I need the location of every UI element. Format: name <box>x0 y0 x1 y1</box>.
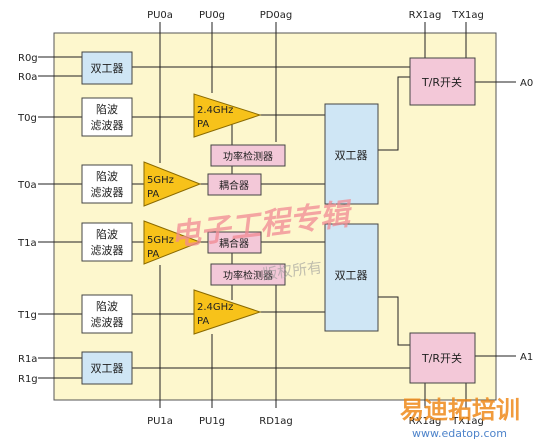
right-pin-labels: A0 A1 <box>520 78 533 363</box>
diplexer-r1-label: 双工器 <box>91 362 124 375</box>
power-detector-top: 功率检测器 <box>210 144 286 167</box>
pin-label: R0a <box>18 72 37 83</box>
coupler-label: 耦合器 <box>219 237 249 250</box>
filter-label-1: 陷波 <box>96 169 118 183</box>
tr-switch-bottom-label: T/R开关 <box>421 351 462 365</box>
notch-filter-t1a: 陷波 滤波器 <box>81 222 133 262</box>
pin-label: PU1g <box>199 416 225 427</box>
pa-2g4-bottom: 2.4GHz PA <box>193 289 262 335</box>
filter-label-2: 滤波器 <box>91 244 124 257</box>
pin-label: PU0a <box>147 10 173 21</box>
coupler-top: 耦合器 <box>207 173 262 196</box>
power-detector-label: 功率检测器 <box>223 150 273 163</box>
diplexer-r0-label: 双工器 <box>91 62 124 75</box>
pa-freq-label: 2.4GHz <box>197 302 233 313</box>
filter-label-1: 陷波 <box>96 299 118 313</box>
pin-label: T1a <box>17 238 37 249</box>
pin-label: T0a <box>17 180 37 191</box>
pa-5g-bottom: 5GHz PA <box>143 220 202 265</box>
pa-label: PA <box>197 316 209 327</box>
pin-label: R1a <box>18 354 37 365</box>
pin-label: PU1a <box>147 416 173 427</box>
pa-5g-top: 5GHz PA <box>143 161 202 207</box>
pin-label: TX1ag <box>451 10 484 21</box>
pin-label: TX1ag <box>451 416 484 427</box>
tr-switch-top-label: T/R开关 <box>421 75 462 89</box>
pa-label: PA <box>147 249 159 260</box>
tr-switch-bottom: T/R开关 <box>409 332 476 384</box>
pin-label: RX1ag <box>409 10 442 21</box>
pin-label: RX1ag <box>409 416 442 427</box>
watermark-site-cn: 易迪拓培训 <box>400 396 520 424</box>
notch-filter-t0g: 陷波 滤波器 <box>81 97 133 137</box>
pin-label: R0g <box>18 53 38 64</box>
notch-filter-t0a: 陷波 滤波器 <box>81 164 133 204</box>
pa-freq-label: 2.4GHz <box>197 105 233 116</box>
filter-label-1: 陷波 <box>96 102 118 116</box>
pin-label: T1g <box>17 310 37 321</box>
pin-label: T0g <box>17 113 37 124</box>
pa-freq-label: 5GHz <box>147 235 174 246</box>
pin-label: PD0ag <box>260 10 293 21</box>
left-pin-labels: R0g R0a T0g T0a T1a T1g R1a R1g <box>17 53 38 385</box>
diplexer-center-bottom: 双工器 <box>324 223 379 332</box>
diplexer-r1: 双工器 <box>81 351 133 385</box>
power-detector-bottom: 功率检测器 <box>210 263 286 286</box>
tr-switch-top: T/R开关 <box>409 57 476 106</box>
diplexer-r0: 双工器 <box>81 51 133 85</box>
pa-freq-label: 5GHz <box>147 175 174 186</box>
pin-label: A0 <box>520 78 533 89</box>
pin-label: A1 <box>520 352 533 363</box>
coupler-label: 耦合器 <box>219 179 249 192</box>
diplexer-center-bottom-label: 双工器 <box>335 269 368 282</box>
notch-filter-t1g: 陷波 滤波器 <box>81 294 133 334</box>
filter-label-2: 滤波器 <box>91 316 124 329</box>
diplexer-center-top-label: 双工器 <box>335 149 368 162</box>
pa-label: PA <box>147 189 159 200</box>
power-detector-label: 功率检测器 <box>223 269 273 282</box>
watermark-site-url: www.edatop.com <box>412 427 507 440</box>
top-pin-labels: PU0a PU0g PD0ag RX1ag TX1ag <box>147 10 484 21</box>
pin-label: R1g <box>18 374 38 385</box>
pa-label: PA <box>197 119 209 130</box>
pin-label: PU0g <box>199 10 225 21</box>
diplexer-center-top: 双工器 <box>324 103 379 205</box>
filter-label-2: 滤波器 <box>91 186 124 199</box>
coupler-bottom: 耦合器 <box>207 231 262 254</box>
wires <box>38 22 516 408</box>
filter-label-1: 陷波 <box>96 227 118 241</box>
filter-label-2: 滤波器 <box>91 119 124 132</box>
pin-label: RD1ag <box>259 416 293 427</box>
pa-2g4-top: 2.4GHz PA <box>193 93 262 138</box>
bottom-pin-labels: PU1a PU1g RD1ag RX1ag TX1ag <box>147 416 484 427</box>
